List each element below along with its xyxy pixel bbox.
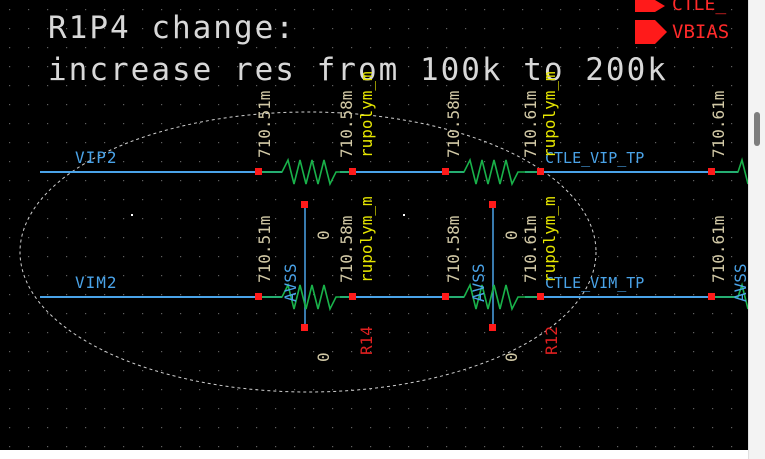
voltage-label: 710.58m [444,216,463,283]
schematic-canvas[interactable]: R1P4 change: increase res from 100k to 2… [0,0,748,459]
voltage-label: 710.61m [709,216,728,283]
resistor-bottom-2[interactable] [446,282,540,312]
annotation-line-1: R1P4 change: [48,10,296,46]
instance-label-r12: R12 [542,326,561,355]
pin-square[interactable] [537,168,544,175]
zero-label: 0 [314,352,333,362]
voltage-label: 710.58m [337,216,356,283]
pin-square[interactable] [708,168,715,175]
zero-label: 0 [502,230,521,240]
dot-grid [0,0,748,459]
canvas-bottom-margin [0,450,748,459]
net-label-avss-1: AVSS [281,263,300,302]
voltage-label: 710.61m [521,216,540,283]
net-label-ctle-vim-tp: CTLE_VIM_TP [545,274,644,292]
resistor-top-2[interactable] [446,157,540,187]
net-label-vip2: VIP2 [75,148,118,167]
pin-square[interactable] [489,201,496,208]
resistor-top-1[interactable] [259,157,354,187]
schematic-svg: R1P4 change: increase res from 100k to 2… [0,0,748,459]
pin-square[interactable] [349,168,356,175]
voltage-label: 710.51m [255,91,274,158]
resistor-top-3[interactable] [712,157,748,185]
net-label-ctle-vip-tp: CTLE_VIP_TP [545,149,644,167]
ctle-pin-icon [635,0,665,12]
net-label-avss-3: AVSS [731,263,748,302]
voltage-label: 710.61m [521,91,540,158]
model-label: rupolym_m [357,196,376,283]
selection-ellipse [19,111,597,393]
net-label-avss-2: AVSS [469,263,488,302]
pin-square[interactable] [301,201,308,208]
voltage-label: 710.58m [337,91,356,158]
dot-marker [131,214,133,216]
voltage-label: 710.51m [255,216,274,283]
zero-label: 0 [314,230,333,240]
pin-square[interactable] [489,324,496,331]
vertical-scrollbar[interactable] [748,0,765,459]
pin-square[interactable] [442,293,449,300]
vbias-pin-label: VBIAS [672,21,729,43]
annotation-line-2: increase res from 100k to 200k [48,52,668,88]
pin-square[interactable] [708,293,715,300]
pin-square[interactable] [255,168,262,175]
resistor-bottom-3[interactable] [712,282,748,310]
voltage-label: 710.58m [444,91,463,158]
resistor-bottom-1[interactable] [259,282,354,312]
dot-marker [403,214,405,216]
voltage-label: 710.61m [709,91,728,158]
zero-label: 0 [502,352,521,362]
pin-square[interactable] [301,324,308,331]
pin-square[interactable] [349,293,356,300]
pin-square[interactable] [537,293,544,300]
model-label: rupolym_m [357,71,376,158]
scrollbar-thumb[interactable] [754,112,760,146]
pin-square[interactable] [442,168,449,175]
net-label-vim2: VIM2 [75,273,118,292]
model-label: rupolym_m [540,196,559,283]
vbias-pin-icon [635,20,667,44]
pin-square[interactable] [255,293,262,300]
ctle-pin-label: CTLE_ [672,0,726,15]
model-label: rupolym_m [540,71,559,158]
instance-label-r14: R14 [357,326,376,355]
